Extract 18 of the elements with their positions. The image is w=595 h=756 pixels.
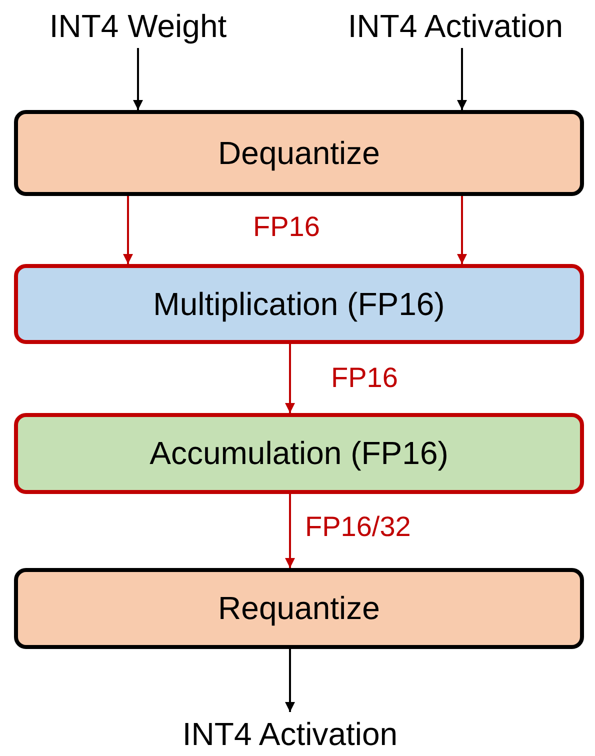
arrow [285,494,295,568]
process-box [14,110,584,196]
box-label: Multiplication (FP16) [153,286,445,322]
arrow [285,649,295,712]
arrow [133,48,143,110]
io-label: INT4 Weight [49,8,227,44]
box-label: Dequantize [218,134,380,172]
io-label: INT4 Activation [182,716,398,752]
process-box [14,264,584,344]
box-label: Requantize [218,590,380,627]
process-box [14,413,584,494]
io-label: INT4 Activation [348,8,564,44]
arrow [123,196,133,264]
box-label: Accumulation (FP16) [150,435,448,472]
arrow [285,344,295,413]
arrow [457,48,467,110]
arrow [457,196,467,264]
process-box [14,568,584,649]
